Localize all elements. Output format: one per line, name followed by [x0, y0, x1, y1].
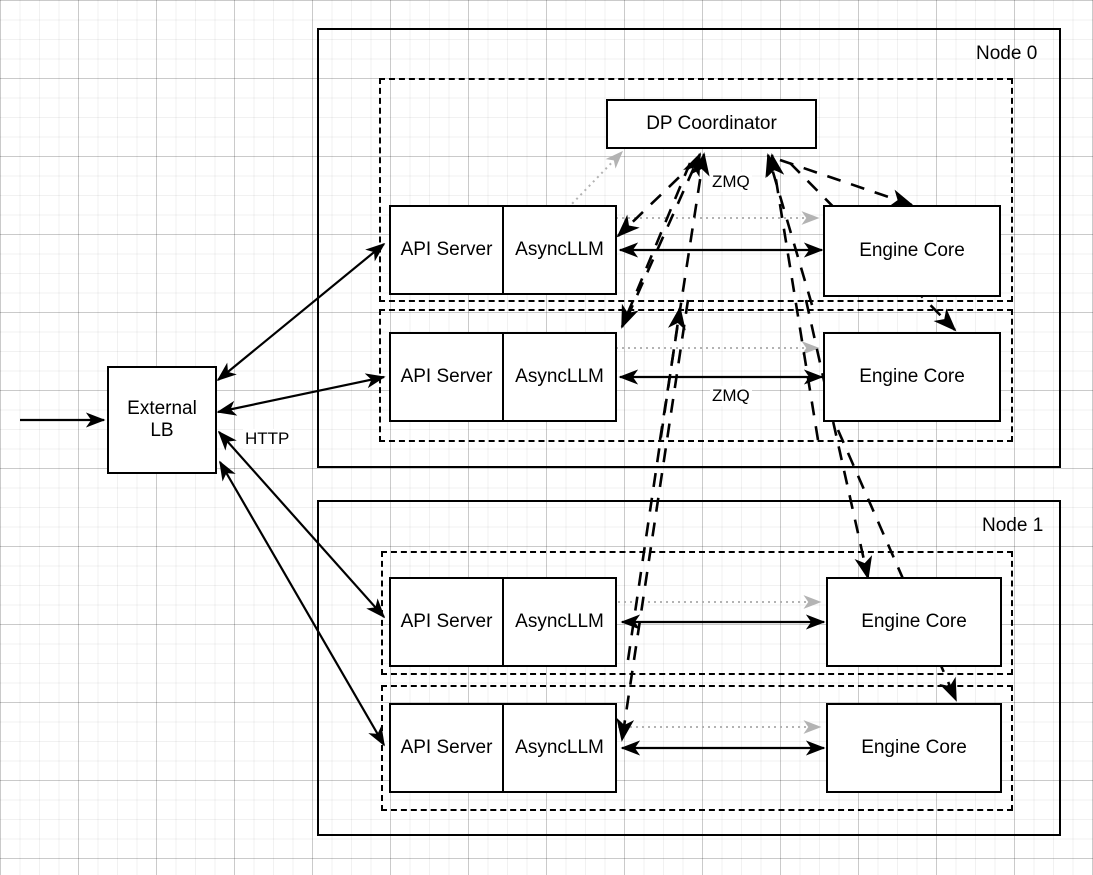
engine-core-label: Engine Core [859, 366, 965, 388]
node-1-group-1-api-server-box[interactable]: API Server AsyncLLM [389, 703, 617, 793]
engine-core-label: Engine Core [861, 611, 967, 633]
engine-core-label: Engine Core [861, 737, 967, 759]
engine-core-label: Engine Core [859, 240, 965, 262]
node-0-container [317, 28, 1061, 468]
api-server-label: API Server [400, 737, 493, 758]
dp-coordinator-box[interactable]: DP Coordinator [606, 99, 817, 149]
node-1-group-0-engine-core-box[interactable]: Engine Core [826, 577, 1002, 667]
node-1-group-1 [381, 685, 1013, 811]
async-llm-label: AsyncLLM [502, 705, 615, 791]
node-0-group-0 [379, 78, 1013, 302]
node-0-group-1-engine-core-box[interactable]: Engine Core [823, 332, 1001, 422]
node-1-group-0-api-server-box[interactable]: API Server AsyncLLM [389, 577, 617, 667]
zmq-label-mid: ZMQ [710, 386, 752, 406]
node-1-label: Node 1 [982, 515, 1044, 536]
async-llm-label: AsyncLLM [502, 334, 615, 420]
node-0-group-0-engine-core-box[interactable]: Engine Core [823, 205, 1001, 297]
api-server-label: API Server [400, 366, 493, 387]
node-0-group-1 [379, 309, 1013, 442]
api-server-label: API Server [400, 239, 493, 260]
node-1-container [317, 500, 1061, 836]
external-lb-label-line1: External [127, 398, 197, 420]
async-llm-label: AsyncLLM [502, 579, 615, 665]
api-server-label: API Server [400, 611, 493, 632]
zmq-label-top: ZMQ [710, 172, 752, 192]
node-0-group-0-api-server-box[interactable]: API Server AsyncLLM [389, 205, 617, 295]
external-lb-label-line2: LB [150, 420, 174, 441]
node-1-group-0 [381, 551, 1013, 675]
node-1-group-1-engine-core-box[interactable]: Engine Core [826, 703, 1002, 793]
http-label: HTTP [243, 429, 292, 449]
async-llm-label: AsyncLLM [502, 207, 615, 293]
external-lb-box[interactable]: External LB [107, 366, 217, 474]
node-0-group-1-api-server-box[interactable]: API Server AsyncLLM [389, 332, 617, 422]
dp-coordinator-label: DP Coordinator [646, 113, 777, 135]
node-0-label: Node 0 [976, 43, 1038, 64]
